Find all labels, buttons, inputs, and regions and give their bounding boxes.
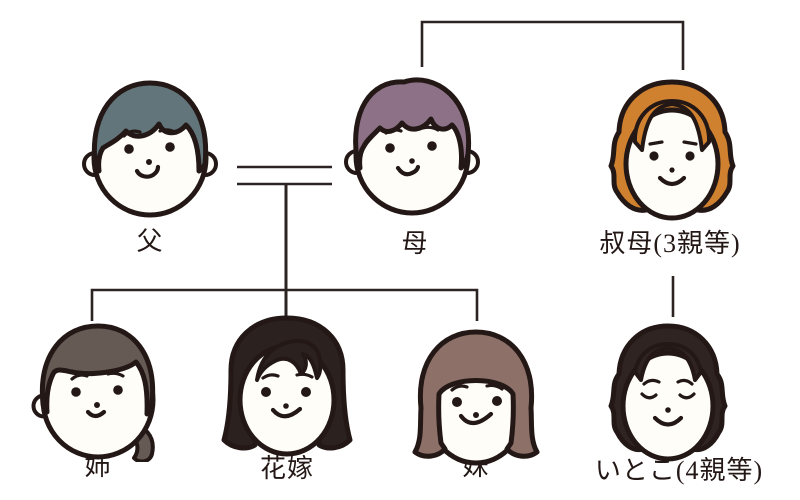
older-sister-portrait	[31, 323, 156, 462]
nose	[94, 402, 100, 408]
aunt-bangs	[632, 99, 712, 152]
younger-sister-hair	[412, 329, 540, 459]
older-sister-hair	[39, 323, 156, 417]
eyebrow	[261, 373, 280, 380]
nose	[409, 158, 415, 164]
nose	[473, 412, 479, 418]
eyebrow	[682, 140, 698, 146]
bride-portrait	[221, 315, 353, 457]
eye	[427, 141, 437, 151]
mouth	[85, 409, 107, 419]
father-portrait	[82, 80, 218, 218]
eye	[301, 387, 311, 397]
eyebrow	[158, 128, 178, 135]
eyebrow	[485, 383, 504, 391]
eyebrow	[642, 378, 661, 386]
nose	[146, 159, 152, 165]
closed-eye	[640, 392, 658, 400]
eyebrow	[421, 125, 440, 132]
person-mother	[342, 68, 482, 218]
mother-label: 母	[401, 229, 429, 258]
nose	[665, 407, 671, 413]
eyebrow	[295, 372, 314, 379]
bride-bangs	[255, 338, 323, 382]
eye	[124, 144, 134, 154]
eyebrow	[450, 384, 469, 392]
eyebrow	[384, 128, 403, 135]
nose	[669, 167, 675, 173]
mouth	[657, 175, 687, 187]
bride-label: 花嫁	[259, 454, 314, 483]
person-father	[80, 70, 220, 220]
person-younger-sister	[406, 318, 546, 468]
person-older-sister	[28, 312, 168, 462]
person-cousin	[598, 316, 738, 466]
eye	[113, 385, 123, 395]
mouth	[652, 415, 684, 427]
younger-sister-portrait	[412, 329, 540, 466]
face	[623, 107, 721, 221]
mother-hair	[353, 77, 472, 171]
mouth	[134, 164, 161, 179]
person-aunt	[602, 74, 742, 224]
mouth	[270, 406, 303, 419]
nose	[283, 403, 289, 409]
aunt-portrait	[608, 79, 736, 221]
eyebrow	[106, 371, 125, 378]
father-label: 父	[136, 227, 164, 256]
cousin-label: いとこ(4親等)	[594, 456, 764, 485]
mother-portrait	[344, 77, 480, 216]
cousin-bangs	[633, 342, 703, 382]
eye	[685, 151, 695, 161]
eye	[385, 143, 395, 153]
cousin-portrait	[608, 323, 728, 462]
mother-aunt-sibling-line	[420, 20, 685, 70]
eyebrow	[122, 129, 142, 138]
father-hair	[91, 80, 209, 174]
eye	[649, 151, 659, 161]
closed-eye	[678, 392, 696, 400]
eye	[492, 396, 502, 406]
mouth	[395, 164, 421, 177]
eyebrow	[676, 378, 694, 386]
children-sibling-line	[90, 288, 479, 321]
eyebrow	[70, 373, 89, 381]
person-bride	[217, 310, 357, 460]
eye	[261, 387, 271, 397]
eyebrow	[648, 140, 664, 146]
eye	[452, 397, 462, 407]
aunt-label: 叔母(3親等)	[599, 229, 741, 258]
face	[620, 350, 716, 462]
eye	[165, 142, 175, 152]
eye	[71, 387, 81, 397]
mouth	[458, 411, 494, 426]
